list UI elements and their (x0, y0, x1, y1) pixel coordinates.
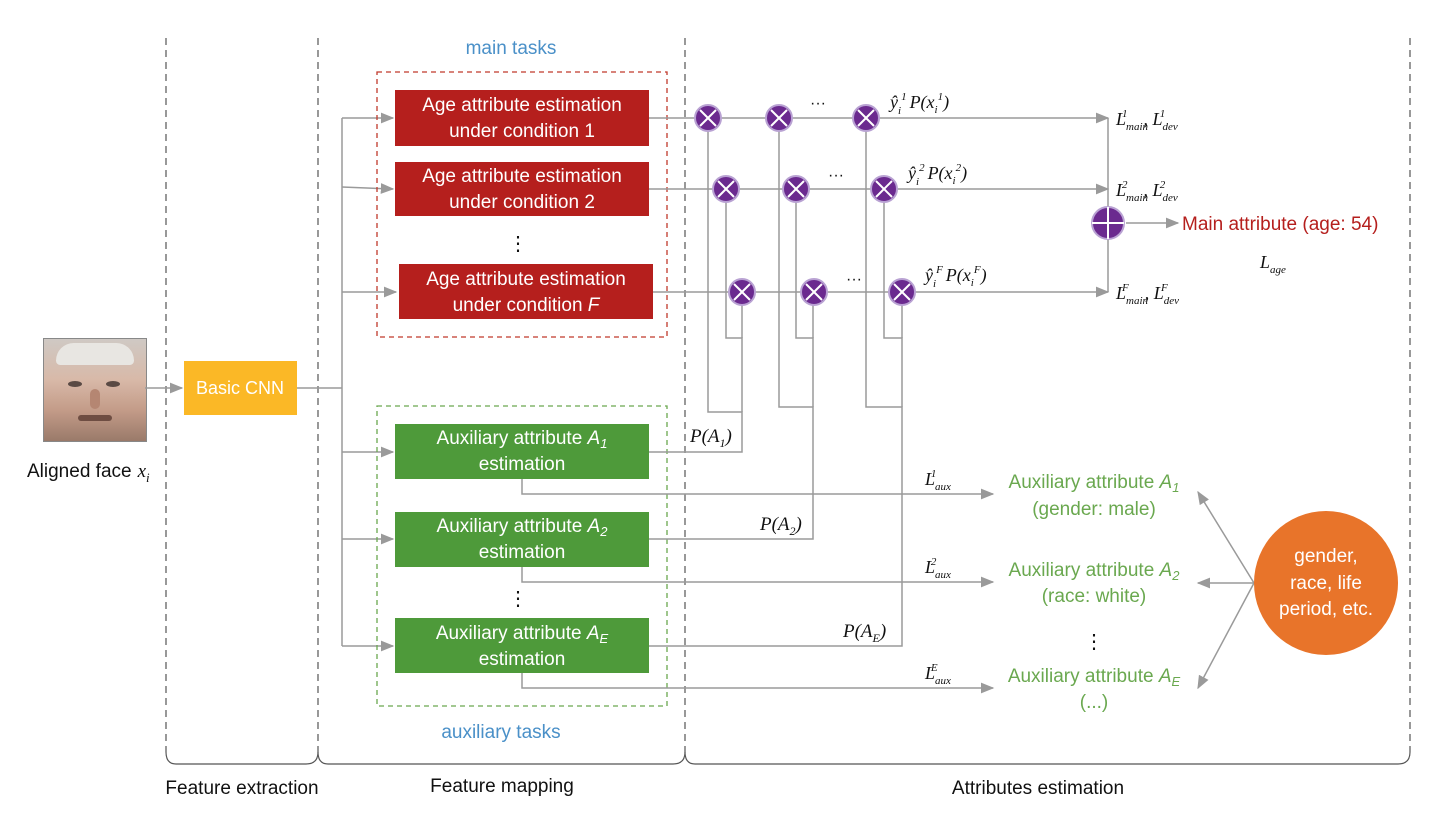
loss-aux-e: LauxE (924, 662, 951, 687)
circle-text-line2: race, life (1290, 573, 1362, 594)
aux-task-box-2 (395, 512, 649, 567)
main-task-box-1 (395, 90, 649, 146)
row1-hdots: ··· (810, 95, 826, 112)
main-tasks-vdots: ⋮ (508, 233, 528, 255)
aux-output-2-line1: Auxiliary attribute A2 (1009, 560, 1181, 583)
prob-label-ae: P(AE) (842, 621, 886, 645)
main-task-box-f (399, 264, 653, 319)
section-label-feature-extraction: Feature extraction (165, 778, 318, 799)
main-task-f-line2: under condition F (453, 295, 601, 316)
aux-task-1-line1: Auxiliary attribute A1 (437, 428, 608, 451)
circle-text-line3: period, etc. (1279, 599, 1373, 620)
basic-cnn-box (184, 361, 297, 415)
aux-task-e-line2: estimation (479, 649, 566, 670)
prob-label-a2: P(A2) (759, 514, 802, 538)
aux-tasks-vdots: ⋮ (508, 588, 528, 610)
auxiliary-tasks-frame (376, 405, 668, 707)
multiplier-node (852, 104, 880, 132)
multiplier-nodes (694, 104, 916, 306)
multiplier-node (765, 104, 793, 132)
section-label-attributes-estimation: Attributes estimation (952, 778, 1124, 799)
basic-cnn-label: Basic CNN (196, 378, 284, 398)
sum-node (1091, 206, 1125, 240)
main-task-2-line1: Age attribute estimation (422, 166, 622, 187)
loss-age: Lage (1259, 252, 1286, 276)
main-flow-lines (649, 112, 1180, 298)
rowf-hdots: ··· (846, 271, 862, 288)
multiplier-node (712, 175, 740, 203)
aux-task-1-line2: estimation (479, 454, 566, 475)
main-task-box-2 (395, 162, 649, 216)
main-task-f-line1: Age attribute estimation (426, 269, 626, 290)
probability-feed-lines (521, 130, 995, 694)
aux-task-box-1 (395, 424, 649, 479)
aux-output-e-line2: (...) (1080, 692, 1109, 713)
section-braces (165, 751, 1411, 765)
aux-task-box-e (395, 618, 649, 673)
loss-main-f: LmainF, LdevF (1115, 282, 1179, 307)
main-tasks-label: main tasks (466, 38, 557, 59)
loss-main-2: Lmain2, Ldev2 (1115, 179, 1178, 204)
main-attribute-output: Main attribute (age: 54) (1182, 214, 1378, 235)
main-tasks-frame (376, 71, 668, 338)
auxiliary-tasks-label: auxiliary tasks (441, 722, 560, 743)
multiplier-node (888, 278, 916, 306)
section-label-feature-mapping: Feature mapping (430, 776, 574, 797)
main-task-1-line1: Age attribute estimation (422, 95, 622, 116)
main-task-1-line2: under condition 1 (449, 121, 595, 142)
aux-task-2-line1: Auxiliary attribute A2 (437, 516, 609, 539)
multiplier-node (694, 104, 722, 132)
attribute-source-circle (1254, 511, 1398, 655)
prob-label-a1: P(A1) (689, 426, 732, 450)
loss-aux-2: Laux2 (924, 556, 951, 581)
aligned-face-image (43, 338, 147, 442)
loss-main-1: Lmain1, Ldev1 (1115, 108, 1178, 133)
main-task-2-line2: under condition 2 (449, 192, 595, 213)
aux-task-e-line1: Auxiliary attribute AE (436, 623, 609, 646)
row2-hdots: ··· (828, 167, 844, 184)
aux-task-2-line2: estimation (479, 542, 566, 563)
aux-output-e-line1: Auxiliary attribute AE (1008, 666, 1181, 689)
multiplier-node (782, 175, 810, 203)
aux-outputs-vdots: ⋮ (1084, 631, 1104, 653)
aux-output-1-line2: (gender: male) (1032, 499, 1156, 520)
aux-output-1-line1: Auxiliary attribute A1 (1009, 472, 1180, 495)
multiplier-node (870, 175, 898, 203)
loss-aux-1: Laux1 (924, 468, 951, 493)
multiplier-node (728, 278, 756, 306)
section-separators (165, 38, 1411, 752)
circle-text-line1: gender, (1294, 546, 1357, 567)
multiplier-node (800, 278, 828, 306)
aux-output-2-line2: (race: white) (1042, 586, 1147, 607)
attribute-source-arrows (1196, 490, 1255, 690)
